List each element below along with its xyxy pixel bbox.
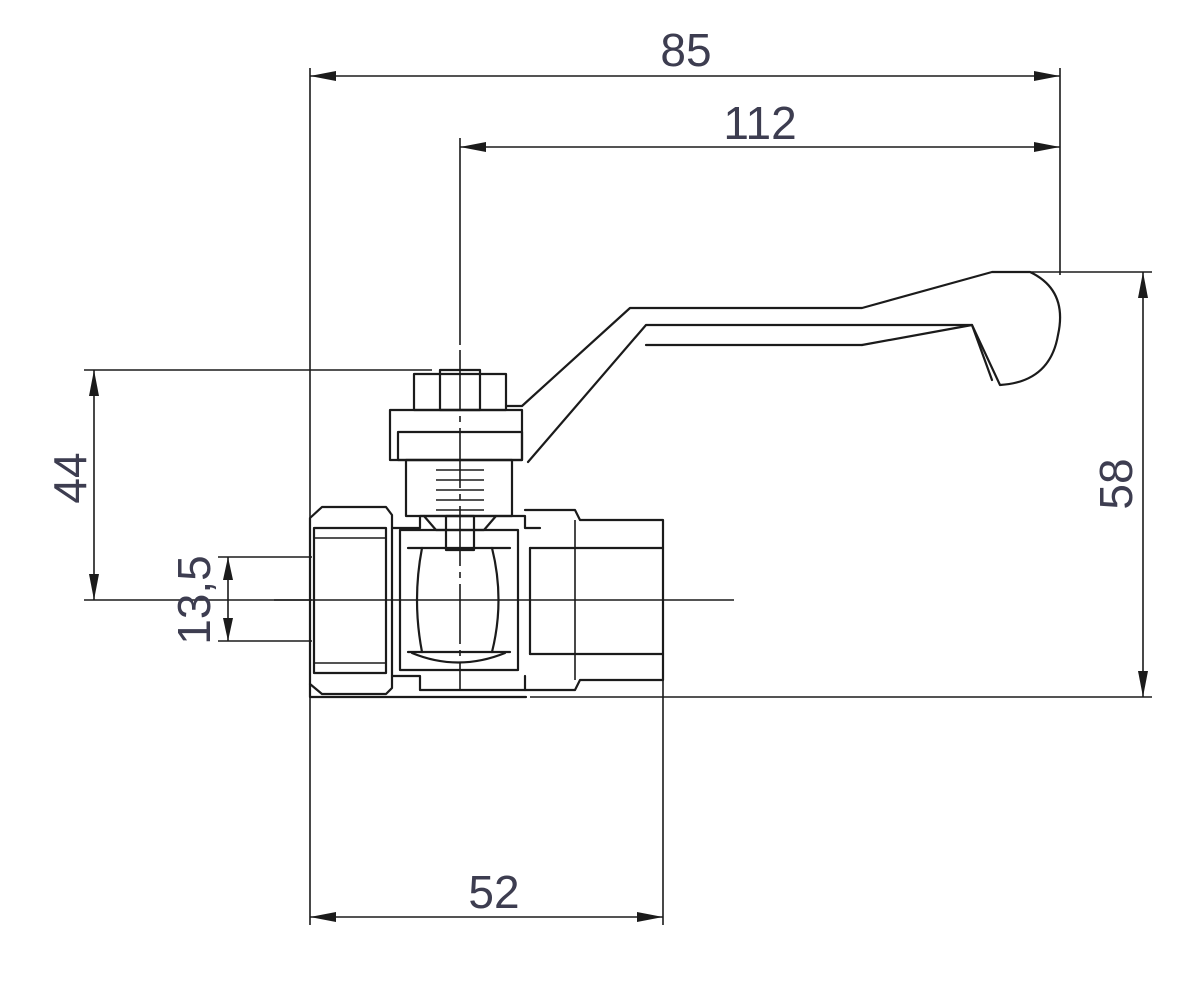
label-112: 112 (723, 97, 796, 149)
label-44: 44 (44, 452, 96, 503)
lever-handle (504, 270, 1062, 464)
label-13-5: 13,5 (168, 555, 220, 645)
extension-lines (84, 68, 1152, 925)
dimension-58 (1138, 272, 1148, 697)
dimension-112 (460, 142, 1060, 152)
dimension-44 (89, 370, 99, 600)
dimension-52 (310, 912, 663, 922)
dimension-85 (310, 71, 1060, 81)
label-58: 58 (1090, 458, 1142, 509)
valve-body (308, 505, 665, 699)
label-52: 52 (468, 866, 519, 918)
dimension-13-5 (223, 557, 233, 641)
label-85: 85 (660, 24, 711, 76)
valve-stem (388, 368, 524, 552)
center-lines (274, 350, 734, 690)
